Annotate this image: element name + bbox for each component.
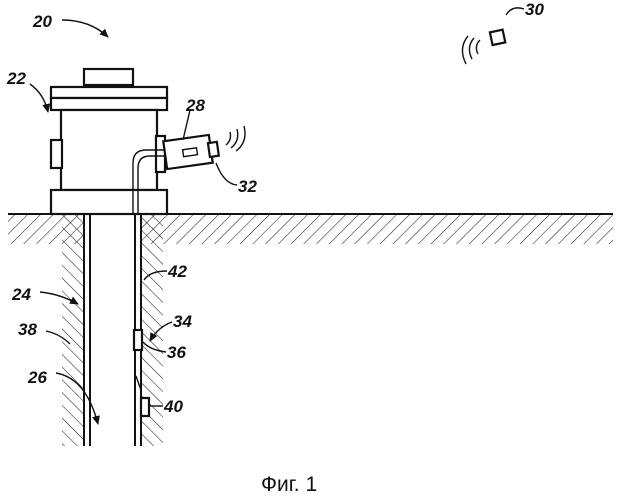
label-42: 42: [167, 262, 187, 281]
signal-arcs-unit: [226, 126, 245, 151]
label-32: 32: [238, 177, 257, 196]
downhole-sensor-36: [134, 330, 142, 350]
wellhead: [51, 69, 167, 214]
label-24: 24: [11, 285, 31, 304]
surface-unit: [163, 135, 219, 169]
label-40: 40: [163, 397, 183, 416]
figure-caption: Фиг. 1: [261, 473, 317, 496]
label-34: 34: [173, 312, 192, 331]
label-22: 22: [6, 69, 26, 88]
label-38: 38: [18, 320, 37, 339]
downhole-tool-40: [141, 398, 149, 416]
label-26: 26: [27, 368, 47, 387]
label-36: 36: [167, 343, 186, 362]
label-28: 28: [185, 96, 205, 115]
wellbore: [84, 214, 141, 446]
label-30: 30: [525, 0, 544, 19]
remote-receiver: [462, 30, 505, 64]
label-20: 20: [32, 12, 52, 31]
